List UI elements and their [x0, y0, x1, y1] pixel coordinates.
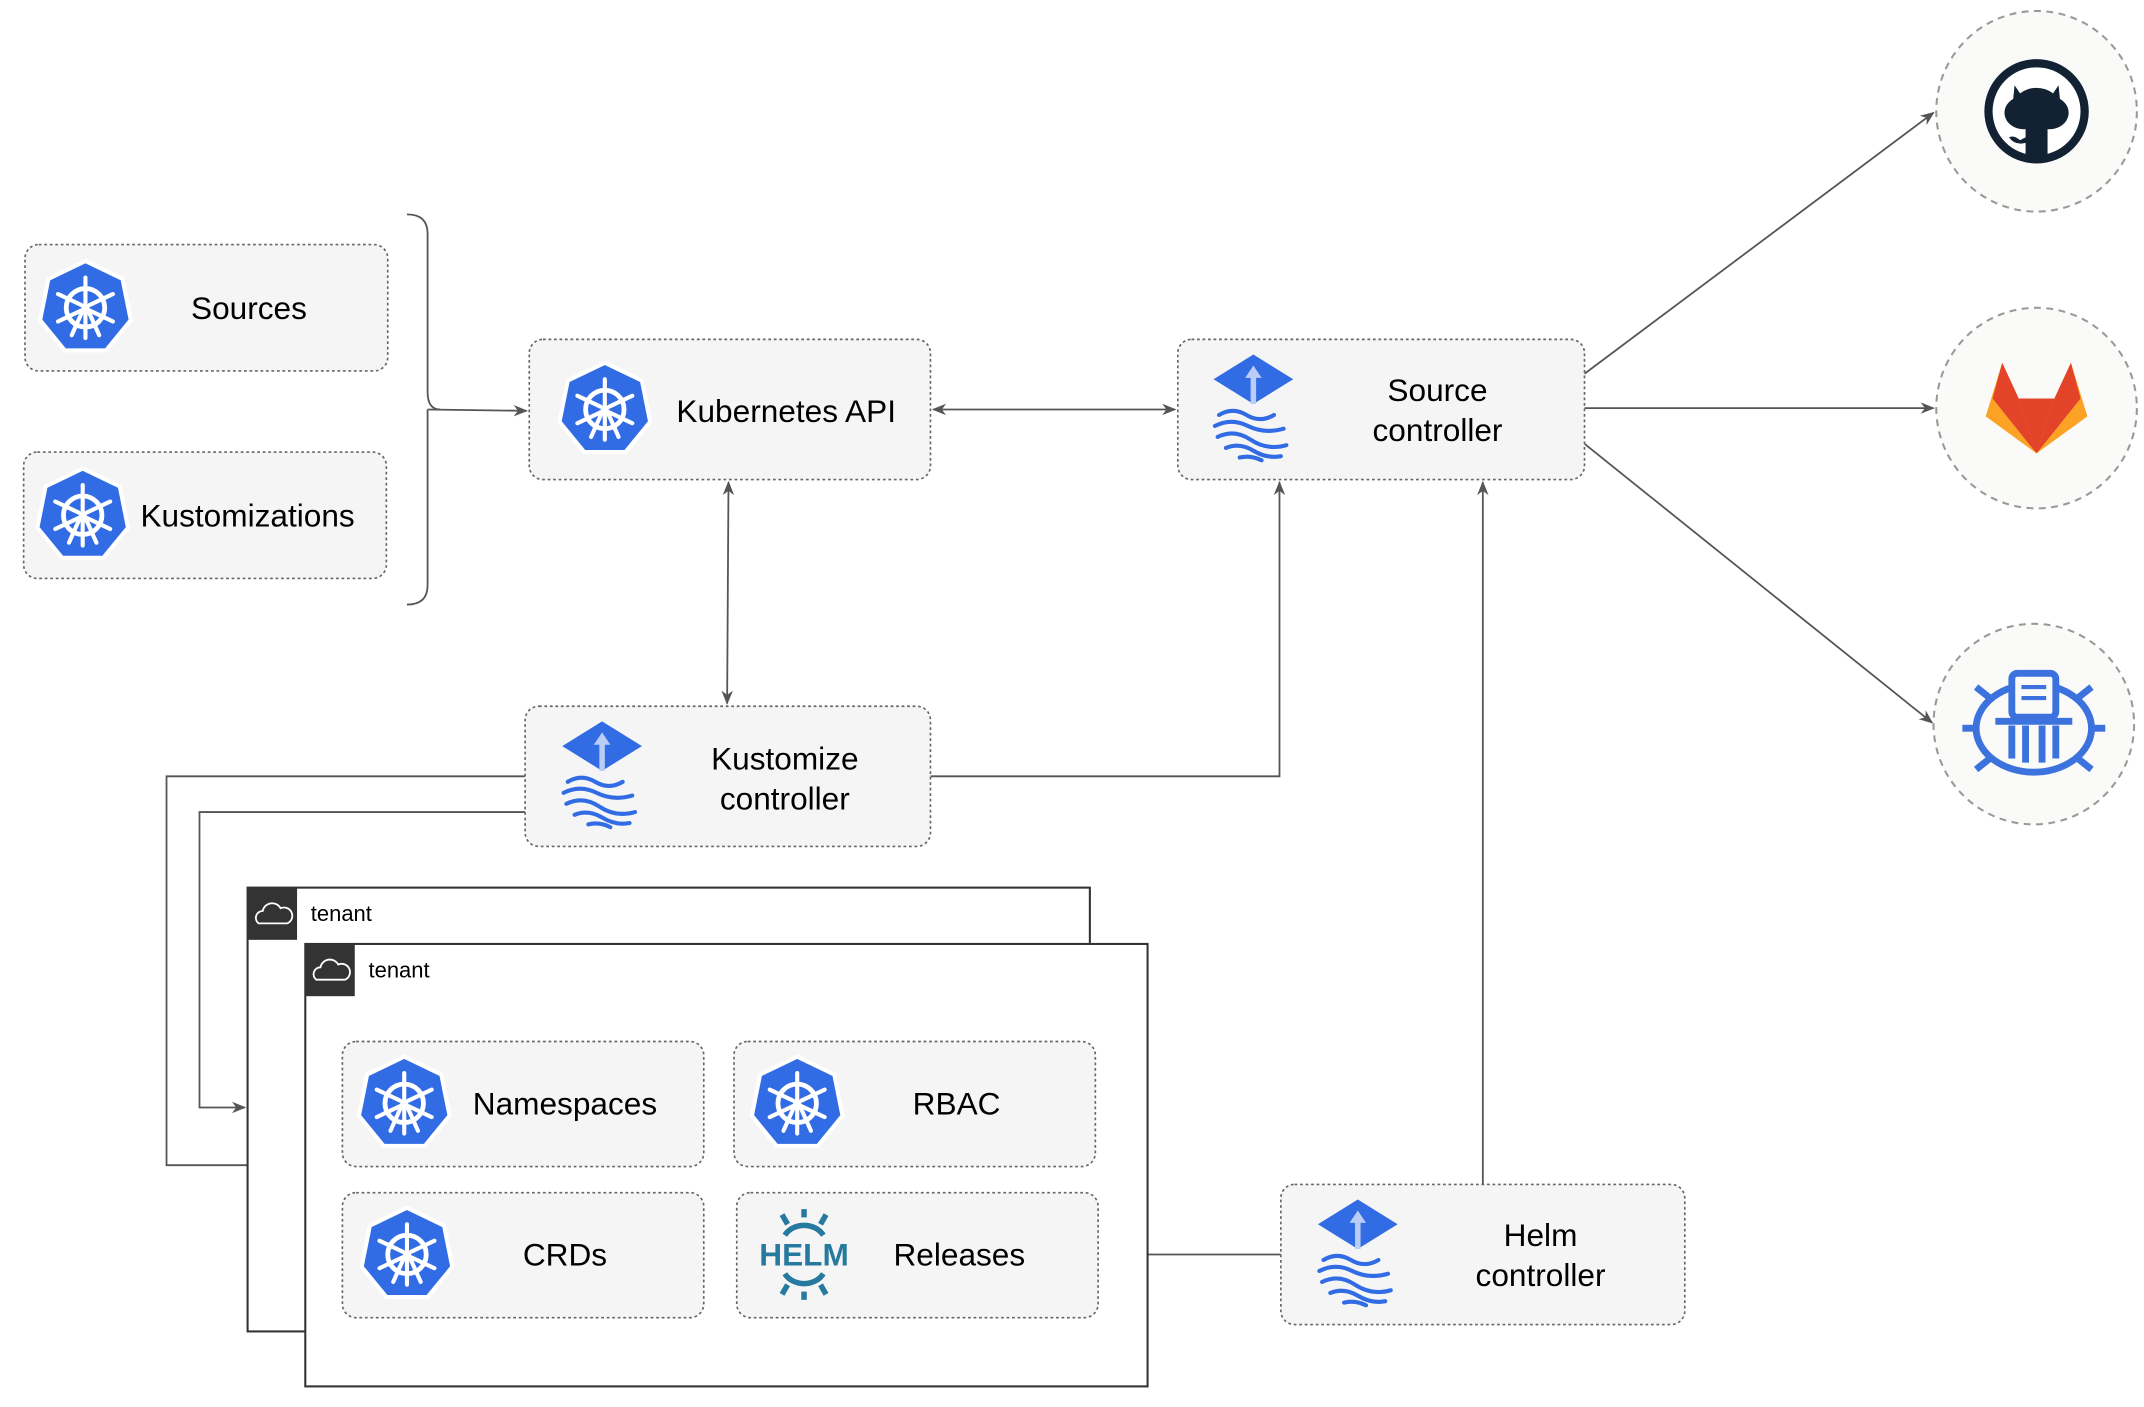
kubernetes-icon	[752, 1057, 843, 1146]
source-controller-label-1: Source	[1387, 372, 1487, 408]
kubernetes-api-label: Kubernetes API	[676, 393, 896, 429]
helm-repository-icon	[1962, 669, 2106, 776]
namespaces-label: Namespaces	[473, 1085, 657, 1121]
gitlab-node[interactable]	[1935, 306, 2138, 510]
tenant-label: tenant	[311, 901, 372, 926]
cloud-icon	[312, 958, 351, 981]
tenant-label: tenant	[369, 958, 430, 983]
helm-controller-label-1: Helm	[1504, 1217, 1578, 1253]
cloud-icon	[254, 902, 294, 925]
gitlab-icon	[1985, 362, 2088, 454]
kustomize-controller-label-2: controller	[720, 780, 850, 816]
kubernetes-icon	[559, 363, 650, 452]
helm-repository-node[interactable]	[1932, 622, 2136, 826]
namespaces-node[interactable]: Namespaces	[341, 1040, 705, 1168]
sources-label: Sources	[191, 290, 307, 326]
edge-kustomize-to-tenant-back	[198, 811, 526, 1114]
source-controller-label-2: controller	[1373, 412, 1503, 448]
github-icon	[1984, 59, 2089, 164]
source-controller-node[interactable]: Source controller	[1176, 338, 1586, 481]
crds-node[interactable]: CRDs	[341, 1191, 705, 1319]
releases-label: Releases	[893, 1236, 1025, 1272]
kustomizations-node[interactable]: Kustomizations	[22, 451, 388, 580]
kubernetes-api-node[interactable]: Kubernetes API	[528, 338, 932, 481]
rbac-node[interactable]: RBAC	[733, 1040, 1097, 1168]
helm-controller-label-2: controller	[1476, 1257, 1606, 1293]
edge-source-to-helm-repo	[1583, 443, 1934, 724]
kubernetes-icon	[40, 261, 131, 350]
kubernetes-icon	[362, 1208, 453, 1297]
kubernetes-icon	[359, 1057, 450, 1146]
rbac-label: RBAC	[913, 1085, 1001, 1121]
kustomize-controller-node[interactable]: Kustomize controller	[524, 705, 932, 848]
releases-node[interactable]: HELM Releases	[735, 1191, 1099, 1319]
github-node[interactable]	[1935, 9, 2138, 213]
kubernetes-icon	[37, 469, 128, 558]
sources-node[interactable]: Sources	[24, 243, 389, 372]
helm-icon: HELM	[759, 1209, 849, 1300]
edge-source-to-github	[1583, 111, 1935, 375]
grouping-brace	[406, 213, 441, 606]
edge-kustomize-to-tenant-front	[165, 775, 526, 1171]
helm-controller-node[interactable]: Helm controller	[1280, 1183, 1686, 1326]
helm-logo-text: HELM	[759, 1236, 849, 1272]
edge-api-kustomize-controller	[721, 480, 735, 705]
edge-kustomize-to-source	[930, 480, 1286, 778]
kustomize-controller-label-1: Kustomize	[711, 740, 858, 776]
crds-label: CRDs	[523, 1236, 607, 1272]
edge-resources-to-api	[427, 404, 528, 417]
kustomizations-label: Kustomizations	[140, 497, 354, 533]
